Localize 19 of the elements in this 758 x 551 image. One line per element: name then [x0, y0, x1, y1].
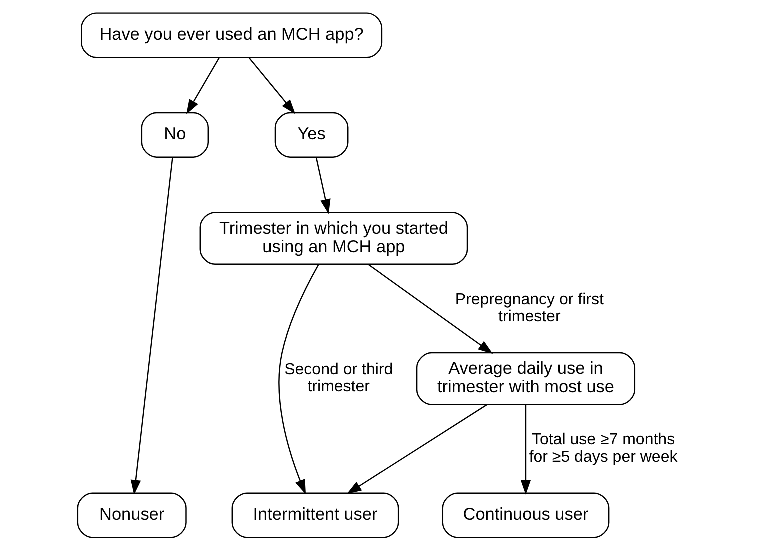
node-box: Intermittent user — [231, 492, 399, 538]
node-box: Trimester in which you started using an MCH app — [199, 212, 468, 266]
node-box: Continuous user — [442, 492, 610, 538]
arrow — [346, 404, 487, 494]
edge-label: Second or third trimester — [284, 361, 393, 396]
node-box: Have you ever used an MCH app? — [80, 12, 382, 58]
edge-label: Total use ≥7 months for ≥5 days per week — [528, 432, 678, 466]
node-box: Nonuser — [76, 492, 186, 538]
arrow — [130, 158, 173, 495]
edge-label: Prepregnancy or first trimester — [454, 291, 604, 326]
arrow — [248, 57, 296, 114]
arrow — [278, 264, 319, 495]
arrow — [186, 58, 220, 114]
node-box: Average daily use in trimester with most use — [416, 352, 636, 406]
node-box: No — [140, 112, 209, 158]
arrow — [367, 264, 493, 354]
arrow — [520, 405, 531, 495]
node-box: Yes — [274, 112, 348, 158]
arrow — [315, 158, 330, 214]
